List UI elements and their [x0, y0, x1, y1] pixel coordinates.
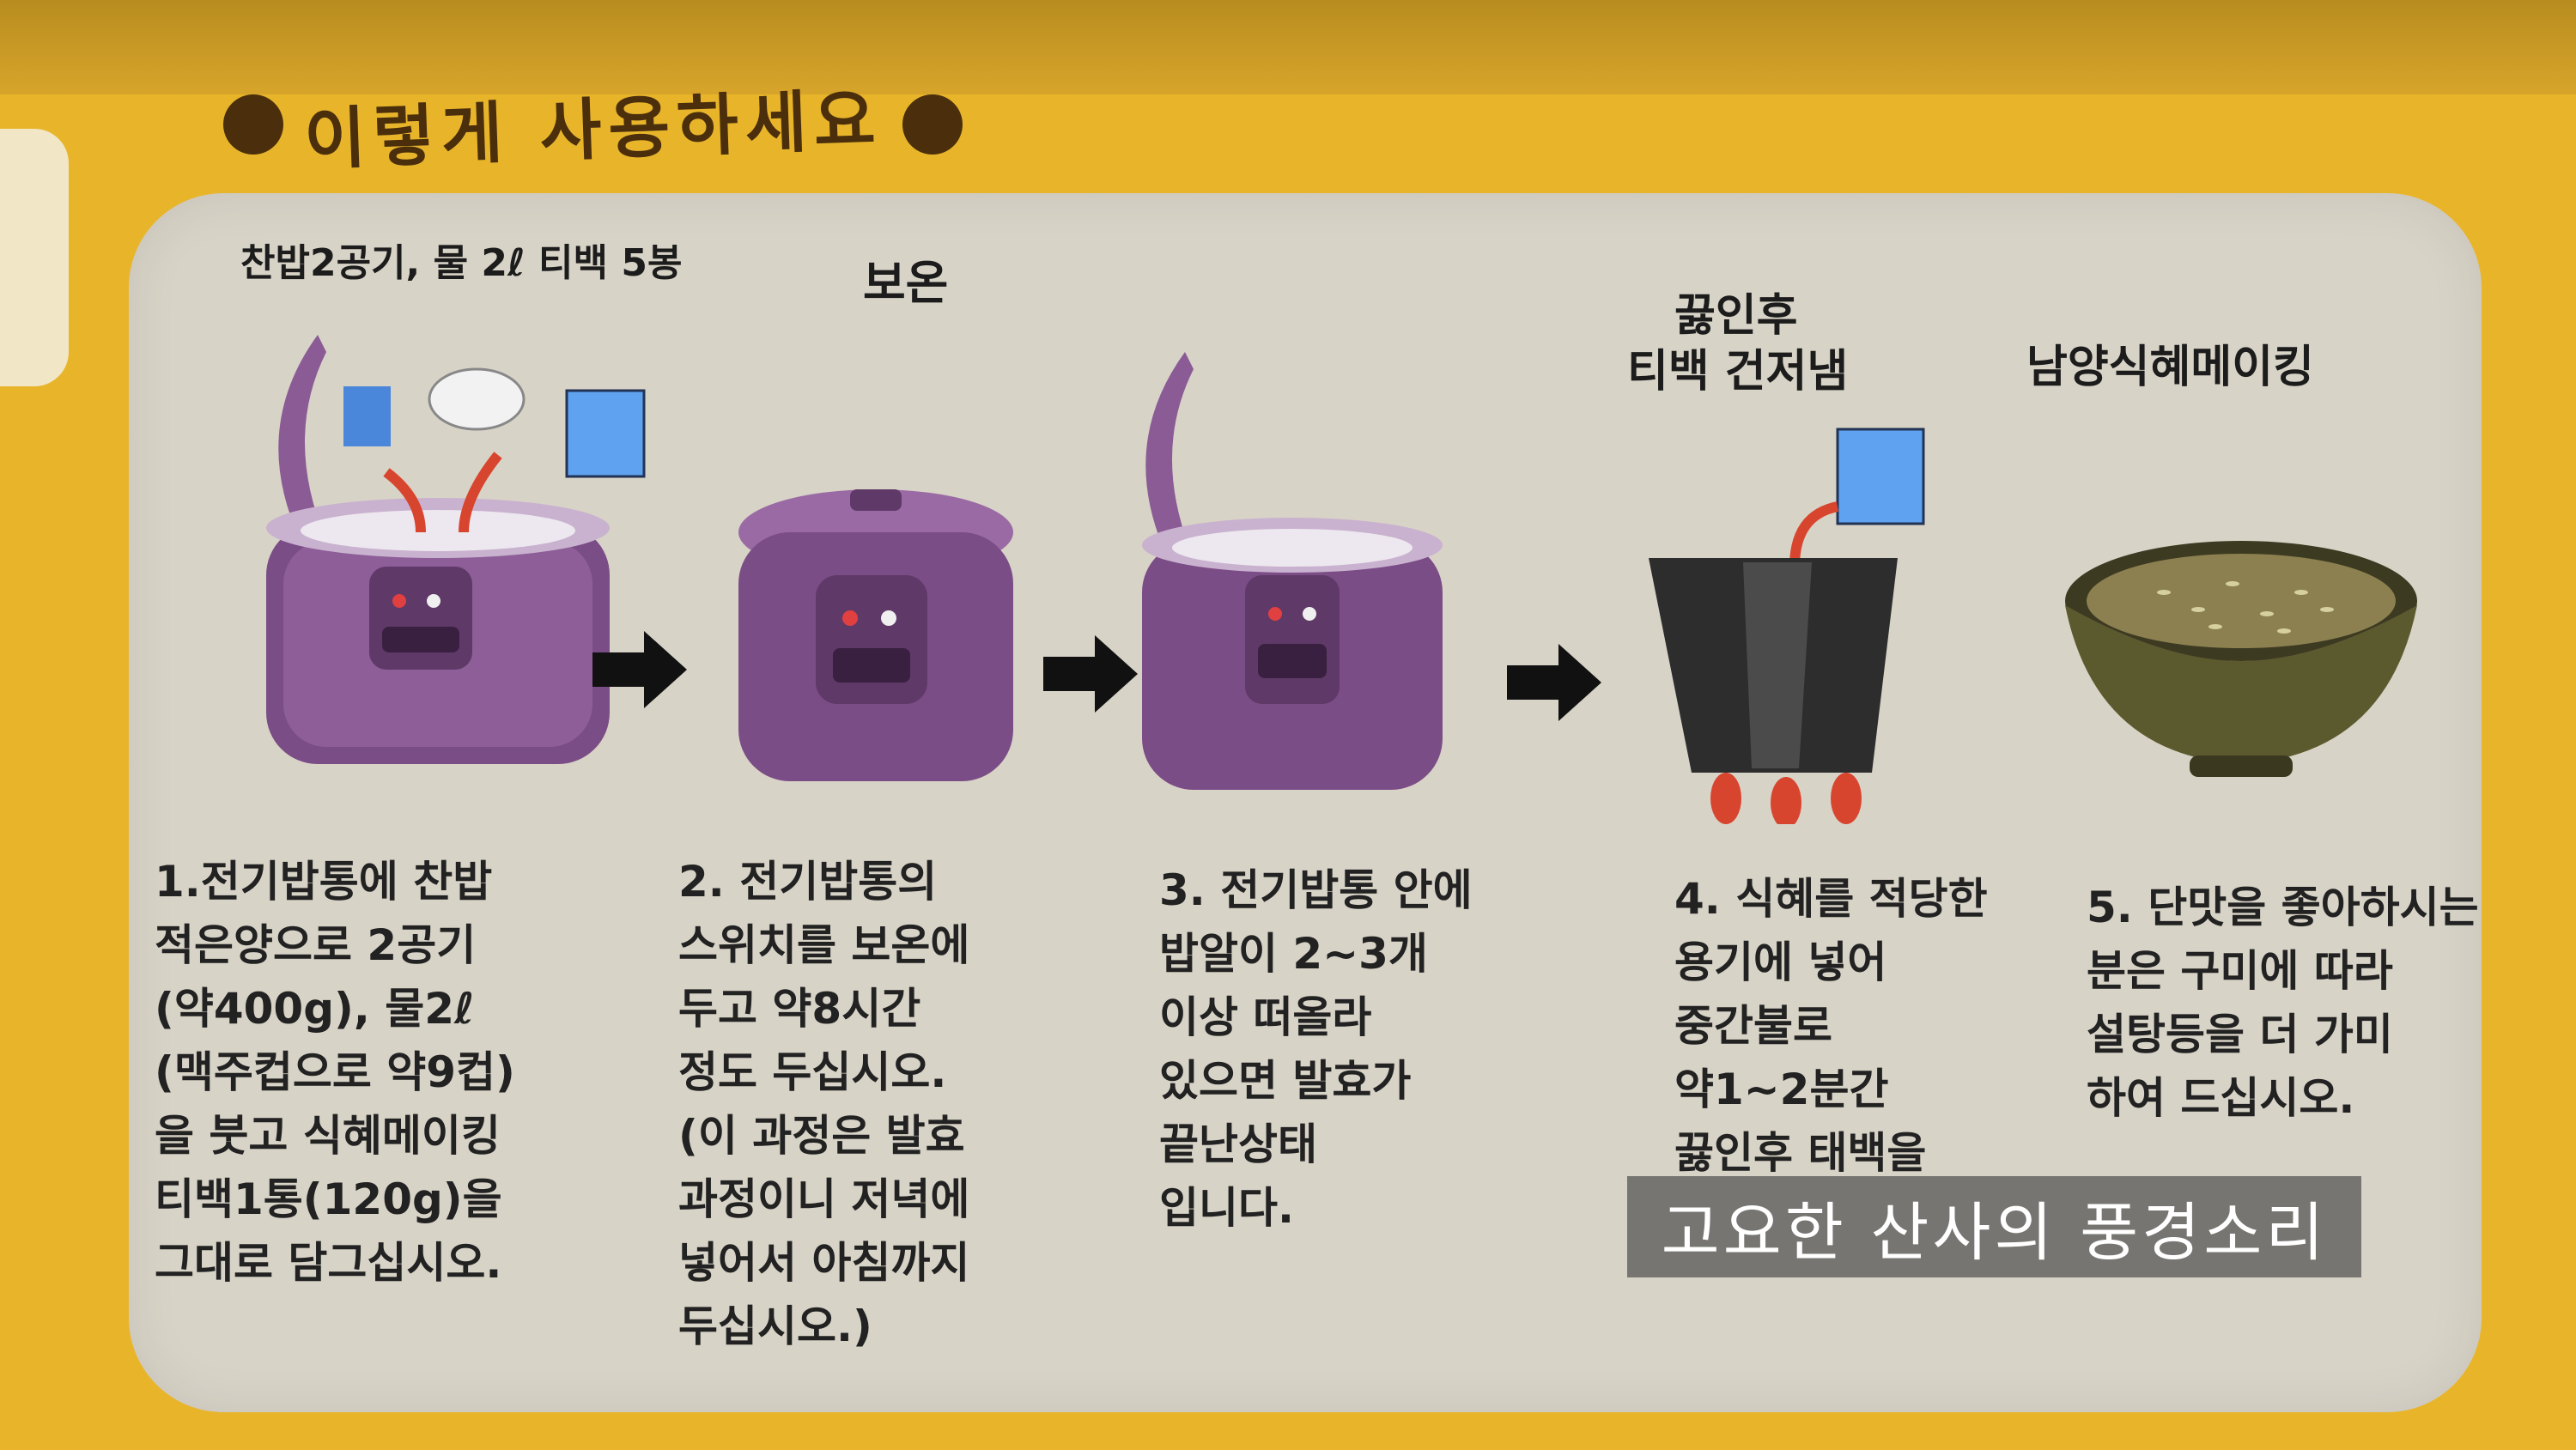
step-3-text: 3. 전기밥통 안에 밥알이 2~3개 이상 떠올라 있으면 발효가 끝난상태 … [1159, 865, 1473, 1233]
box-side-flap [0, 129, 69, 386]
arrow-right-1 [592, 631, 687, 708]
title-band: 이렇게 사용하세요 [223, 69, 1168, 180]
brand-label: 남양식혜메이킹 [2026, 342, 2314, 393]
rice-cooker-open-illustration [266, 335, 646, 764]
step-4-text: 4. 식혜를 적당한 용기에 넣어 중간불로 약1~2분간 끓인후 태백을 [1674, 874, 1988, 1178]
title-bullet-right [902, 94, 963, 155]
arrow-right-3 [1507, 644, 1601, 721]
title-bullet-left [223, 94, 283, 155]
step-2-text: 2. 전기밥통의 스위치를 보온에 두고 약8시간 정도 두십시오. (이 과정… [678, 857, 970, 1351]
arrow-right-2 [1043, 635, 1138, 713]
step-1-text: 1.전기밥통에 찬밥 적은양으로 2공기 (약400g), 물2ℓ (맥주컵으로… [155, 857, 515, 1288]
step-5-text: 5. 단맛을 좋아하시는 분은 구미에 따라 설탕등을 더 가미 하여 드십시오… [2087, 883, 2479, 1123]
overlay-caption: 고요한 산사의 풍경소리 [1627, 1176, 2361, 1277]
ingredients-label: 찬밥2공기, 물 2ℓ 티백 5봉 [240, 241, 683, 285]
sikhye-bowl-illustration [2065, 541, 2417, 777]
page-title: 이렇게 사용하세요 [302, 82, 884, 179]
rice-cooker-fermented-illustration [1142, 352, 1443, 790]
rice-cooker-closed-illustration [738, 489, 1013, 781]
after-boil-label-2: 티백 건저냄 [1627, 346, 1849, 397]
pot-boiling-illustration [1649, 428, 1925, 824]
after-boil-label-1: 끓인후 [1674, 290, 1798, 342]
box-top-edge [0, 0, 2576, 94]
keep-warm-label: 보온 [863, 256, 949, 310]
